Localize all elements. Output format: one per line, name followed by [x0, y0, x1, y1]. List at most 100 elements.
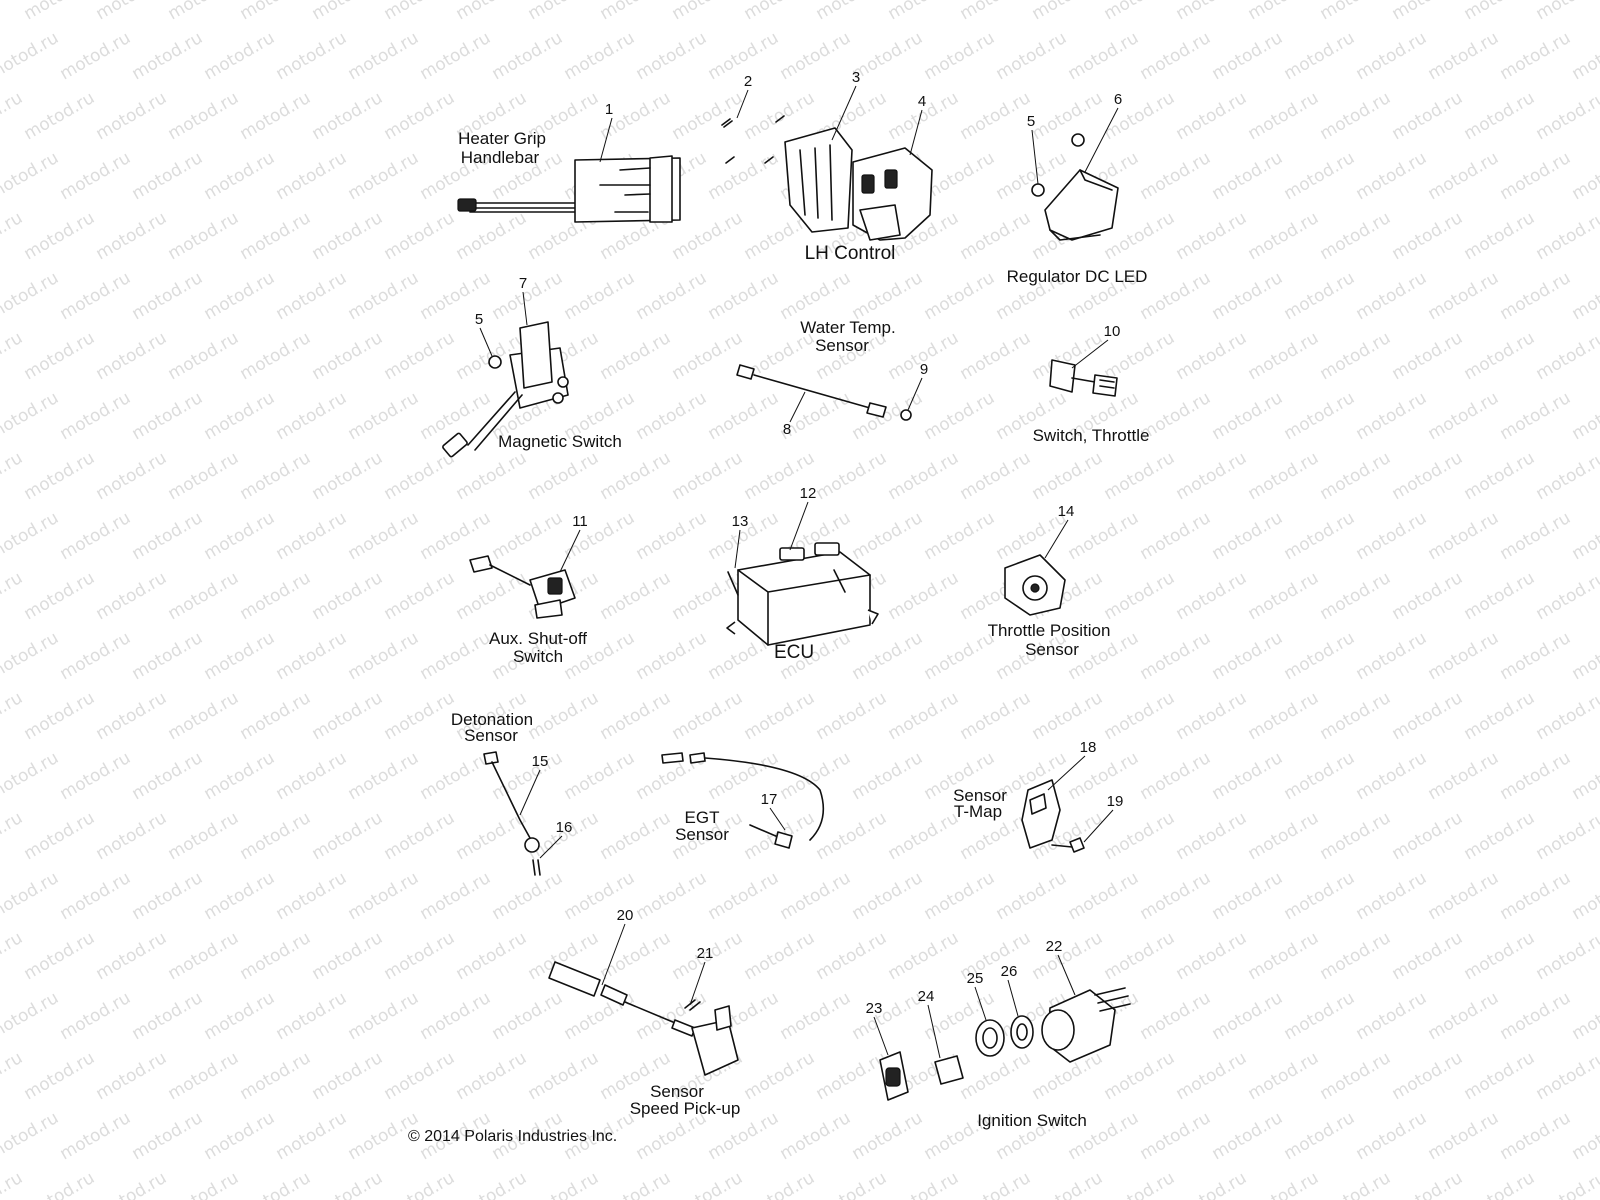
watermark-text: motod.ru	[1029, 0, 1107, 24]
watermark-text: motod.ru	[381, 208, 459, 264]
watermark-text: motod.ru	[1497, 28, 1575, 84]
watermark-text: motod.ru	[0, 928, 26, 984]
watermark-text: motod.ru	[669, 568, 747, 624]
tmap-sensor-drawing	[1021, 779, 1085, 853]
captions: Heater Grip Handlebar LH Control Regulat…	[451, 129, 1150, 1130]
watermark-text: motod.ru	[129, 388, 207, 444]
watermark-text: motod.ru	[345, 988, 423, 1044]
watermark-text: motod.ru	[201, 28, 279, 84]
watermark-text: motod.ru	[129, 268, 207, 324]
watermark-text: motod.ru	[921, 628, 999, 684]
watermark-text: motod.ru	[849, 1108, 927, 1164]
callout-10: 10	[1104, 323, 1121, 340]
watermark-text: motod.ru	[1497, 748, 1575, 804]
watermark-text: motod.ru	[1497, 388, 1575, 444]
watermark-text: motod.ru	[345, 748, 423, 804]
watermark-text: motod.ru	[381, 568, 459, 624]
watermark-text: motod.ru	[849, 988, 927, 1044]
watermark-text: motod.ru	[1461, 1048, 1539, 1104]
watermark-text: motod.ru	[669, 328, 747, 384]
watermark-text: motod.ru	[633, 388, 711, 444]
watermark-text: motod.ru	[813, 448, 891, 504]
watermark-text: motod.ru	[237, 1168, 315, 1200]
watermark-text: motod.ru	[1353, 1108, 1431, 1164]
callout-6: 6	[1114, 91, 1122, 108]
watermark-text: motod.ru	[489, 28, 567, 84]
watermark-text: motod.ru	[1281, 628, 1359, 684]
watermark-text: motod.ru	[273, 628, 351, 684]
watermark-text: motod.ru	[93, 928, 171, 984]
watermark-text: motod.ru	[849, 868, 927, 924]
watermark-text: motod.ru	[1461, 328, 1539, 384]
watermark-text: motod.ru	[1245, 1048, 1323, 1104]
watermark-text: motod.ru	[345, 268, 423, 324]
watermark-text: motod.ru	[309, 88, 387, 144]
watermark-text: motod.ru	[1281, 268, 1359, 324]
watermark-text: motod.ru	[1209, 748, 1287, 804]
callout-26: 26	[1001, 963, 1018, 980]
watermark-text: motod.ru	[1569, 508, 1600, 564]
callout-21: 21	[697, 945, 714, 962]
watermark-text: motod.ru	[0, 148, 62, 204]
watermark-text: motod.ru	[885, 808, 963, 864]
watermark-text: motod.ru	[1533, 328, 1600, 384]
watermark-text: motod.ru	[201, 268, 279, 324]
watermark-text: motod.ru	[1461, 1168, 1539, 1200]
watermark-text: motod.ru	[1173, 1168, 1251, 1200]
watermark-text: motod.ru	[0, 208, 26, 264]
watermark-text: motod.ru	[1245, 568, 1323, 624]
watermark-text: motod.ru	[1461, 688, 1539, 744]
watermark-text: motod.ru	[0, 448, 26, 504]
callout-3: 3	[852, 69, 860, 86]
watermark-text: motod.ru	[1353, 508, 1431, 564]
watermark-text: motod.ru	[885, 568, 963, 624]
watermark-text: motod.ru	[1569, 748, 1600, 804]
watermark-text: motod.ru	[1101, 568, 1179, 624]
watermark-text: motod.ru	[0, 628, 62, 684]
watermark-text: motod.ru	[1461, 0, 1539, 24]
watermark-text: motod.ru	[1389, 0, 1467, 24]
watermark-text: motod.ru	[1173, 928, 1251, 984]
watermark-text: motod.ru	[237, 808, 315, 864]
watermark-text: motod.ru	[237, 88, 315, 144]
watermark-text: motod.ru	[57, 748, 135, 804]
watermark-text: motod.ru	[1281, 1108, 1359, 1164]
watermark-text: motod.ru	[1101, 0, 1179, 24]
throttle-position-sensor-drawing	[1004, 554, 1066, 616]
watermark-text: motod.ru	[705, 148, 783, 204]
watermark-text: motod.ru	[165, 88, 243, 144]
callout-9: 9	[920, 361, 928, 378]
watermark-text: motod.ru	[129, 148, 207, 204]
watermark-text: motod.ru	[0, 1048, 26, 1104]
watermark-text: motod.ru	[237, 688, 315, 744]
watermark-text: motod.ru	[57, 388, 135, 444]
watermark-text: motod.ru	[777, 1108, 855, 1164]
watermark-text: motod.ru	[1209, 508, 1287, 564]
watermark-text: motod.ru	[453, 1168, 531, 1200]
watermark-text: motod.ru	[813, 1048, 891, 1104]
callout-7: 7	[519, 275, 527, 292]
watermark-text: motod.ru	[1281, 868, 1359, 924]
watermark-text: motod.ru	[1389, 688, 1467, 744]
watermark-text: motod.ru	[273, 28, 351, 84]
watermark-text: motod.ru	[381, 688, 459, 744]
watermark-text: motod.ru	[705, 388, 783, 444]
watermark-text: motod.ru	[1461, 208, 1539, 264]
watermark-text: motod.ru	[1281, 388, 1359, 444]
watermark-text: motod.ru	[1569, 28, 1600, 84]
watermark-text: motod.ru	[597, 568, 675, 624]
watermark-text: motod.ru	[1389, 928, 1467, 984]
watermark-text: motod.ru	[1353, 628, 1431, 684]
watermark-text: motod.ru	[525, 0, 603, 24]
watermark-text: motod.ru	[777, 28, 855, 84]
watermark-text: motod.ru	[417, 868, 495, 924]
watermark-text: motod.ru	[885, 688, 963, 744]
watermark-text: motod.ru	[57, 628, 135, 684]
watermark-text: motod.ru	[633, 28, 711, 84]
watermark-text: motod.ru	[309, 688, 387, 744]
watermark-text: motod.ru	[1461, 88, 1539, 144]
callout-23: 23	[866, 1000, 883, 1017]
watermark-text: motod.ru	[1281, 28, 1359, 84]
watermark-text: motod.ru	[1065, 28, 1143, 84]
watermark-text: motod.ru	[237, 328, 315, 384]
